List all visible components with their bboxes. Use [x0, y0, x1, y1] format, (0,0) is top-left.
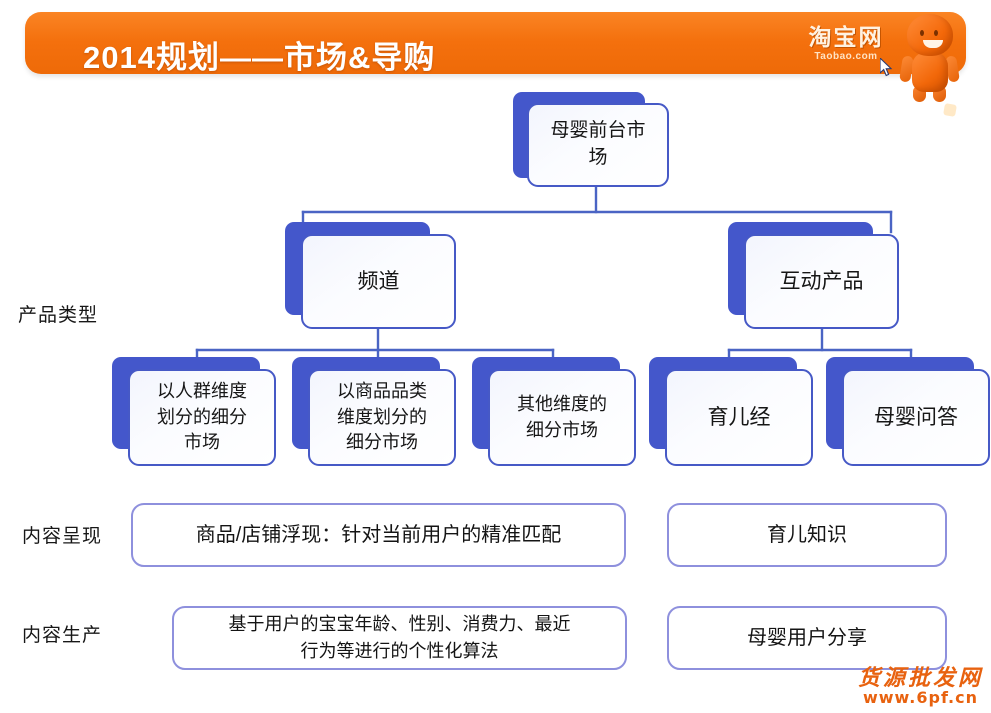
- watermark-text-en: www.6pf.cn: [862, 688, 978, 708]
- node-crowd-dimension-market-label: 以人群维度 划分的细分 市场: [157, 381, 247, 453]
- row-label-content-production: 内容生产: [22, 625, 103, 646]
- mascot-badge: [943, 103, 957, 117]
- row-label-content-presentation: 内容呈现: [22, 526, 103, 547]
- box-maternity-user-sharing[interactable]: 母婴用户分享: [667, 606, 947, 670]
- brand-name-en: Taobao.com: [814, 51, 878, 62]
- node-maternity-qa-label: 母婴问答: [874, 405, 958, 429]
- node-interactive-product[interactable]: 互动产品: [744, 234, 899, 329]
- mouse-cursor-icon: [880, 58, 893, 77]
- watermark-text-cn: 货源批发网: [857, 665, 983, 692]
- mascot-mouth: [923, 40, 943, 48]
- row-label-product-type: 产品类型: [18, 305, 99, 326]
- taobao-logo: 淘宝网 Taobao.com: [786, 26, 906, 62]
- mascot-body: [912, 52, 957, 117]
- box-personalized-algorithm[interactable]: 基于用户的宝宝年龄、性别、消费力、最近 行为等进行的个性化算法: [172, 606, 627, 670]
- mascot-eye-left: [920, 30, 924, 36]
- box-parenting-knowledge[interactable]: 育儿知识: [667, 503, 947, 567]
- box-maternity-user-sharing-label: 母婴用户分享: [747, 627, 867, 649]
- header-banner: 2014规划——市场&导购 淘宝网 Taobao.com: [25, 12, 966, 117]
- box-personalized-algorithm-label: 基于用户的宝宝年龄、性别、消费力、最近 行为等进行的个性化算法: [228, 614, 571, 661]
- node-interactive-product-label: 互动产品: [779, 269, 864, 293]
- taobao-mascot-icon: [899, 12, 961, 117]
- box-parenting-knowledge-label: 育儿知识: [767, 524, 847, 546]
- mascot-head: [907, 14, 953, 56]
- node-maternity-qa[interactable]: 母婴问答: [842, 369, 990, 466]
- node-parenting-experience[interactable]: 育儿经: [665, 369, 813, 466]
- node-category-dimension-market-label: 以商品品类 维度划分的 细分市场: [337, 381, 427, 453]
- node-root-label: 母婴前台市 场: [550, 120, 646, 168]
- box-item-shop-surfacing[interactable]: 商品/店铺浮现：针对当前用户的精准匹配: [131, 503, 626, 567]
- site-watermark: 货源批发网 www.6pf.cn: [858, 667, 983, 707]
- node-other-dimension-market[interactable]: 其他维度的 细分市场: [488, 369, 636, 466]
- node-root[interactable]: 母婴前台市 场: [527, 103, 669, 187]
- node-other-dimension-market-label: 其他维度的 细分市场: [517, 393, 607, 440]
- node-crowd-dimension-market[interactable]: 以人群维度 划分的细分 市场: [128, 369, 276, 466]
- page-title: 2014规划——市场&导购: [83, 40, 436, 75]
- node-channel-label: 频道: [357, 269, 400, 293]
- brand-name-cn: 淘宝网: [808, 24, 884, 50]
- node-category-dimension-market[interactable]: 以商品品类 维度划分的 细分市场: [308, 369, 456, 466]
- node-channel[interactable]: 频道: [301, 234, 456, 329]
- node-parenting-experience-label: 育儿经: [707, 405, 771, 429]
- mascot-eye-right: [934, 30, 938, 36]
- box-item-shop-surfacing-label: 商品/店铺浮现：针对当前用户的精准匹配: [195, 524, 562, 546]
